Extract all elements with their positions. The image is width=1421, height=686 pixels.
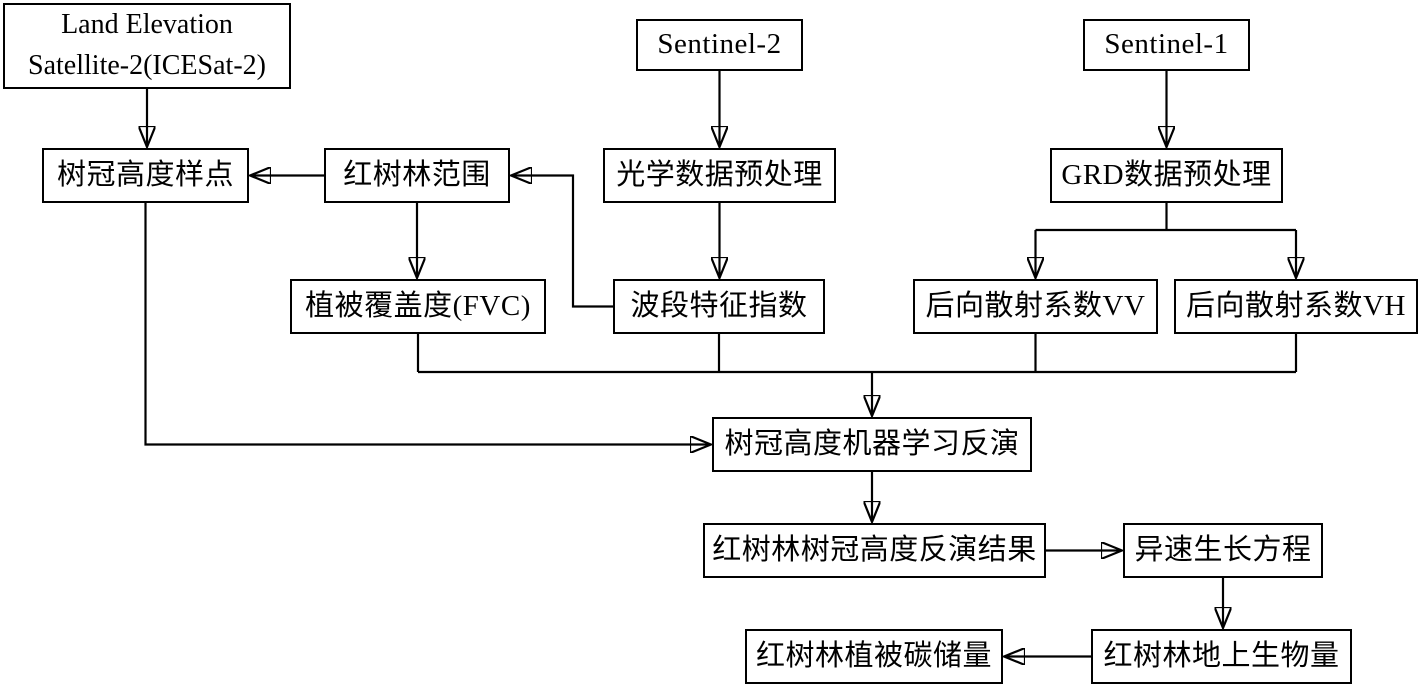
node-sentinel-1: Sentinel-1: [1083, 19, 1250, 71]
edge-canopy-samples-to-ml-inversion: [144, 203, 711, 445]
node-vegetation-carbon-stock: 红树林植被碳储量: [745, 629, 1003, 684]
edge-grd-branch-bus: [1035, 203, 1296, 232]
node-icesat2-line2: Satellite-2(ICESat-2): [28, 50, 266, 81]
node-icesat2: Land Elevation Satellite-2(ICESat-2): [3, 3, 291, 89]
node-aboveground-biomass: 红树林地上生物量: [1091, 629, 1352, 684]
node-backscatter-vh: 后向散射系数VH: [1174, 279, 1418, 334]
node-canopy-height-result: 红树林树冠高度反演结果: [703, 523, 1046, 578]
node-allometric-equation: 异速生长方程: [1123, 523, 1323, 578]
node-sentinel-2: Sentinel-2: [636, 19, 803, 71]
edge-band-index-to-extent: [512, 176, 613, 308]
node-mangrove-extent: 红树林范围: [324, 148, 510, 203]
edge-feature-merge-bus: [416, 334, 1298, 374]
node-canopy-height-samples: 树冠高度样点: [42, 148, 249, 203]
node-optical-preprocessing: 光学数据预处理: [603, 148, 836, 203]
node-icesat2-line1: Land Elevation: [61, 9, 233, 41]
node-ml-inversion: 树冠高度机器学习反演: [712, 417, 1032, 472]
node-grd-preprocessing: GRD数据预处理: [1050, 148, 1283, 203]
node-fvc: 植被覆盖度(FVC): [290, 279, 546, 334]
node-band-feature-index: 波段特征指数: [613, 279, 825, 334]
node-backscatter-vv: 后向散射系数VV: [913, 279, 1158, 334]
